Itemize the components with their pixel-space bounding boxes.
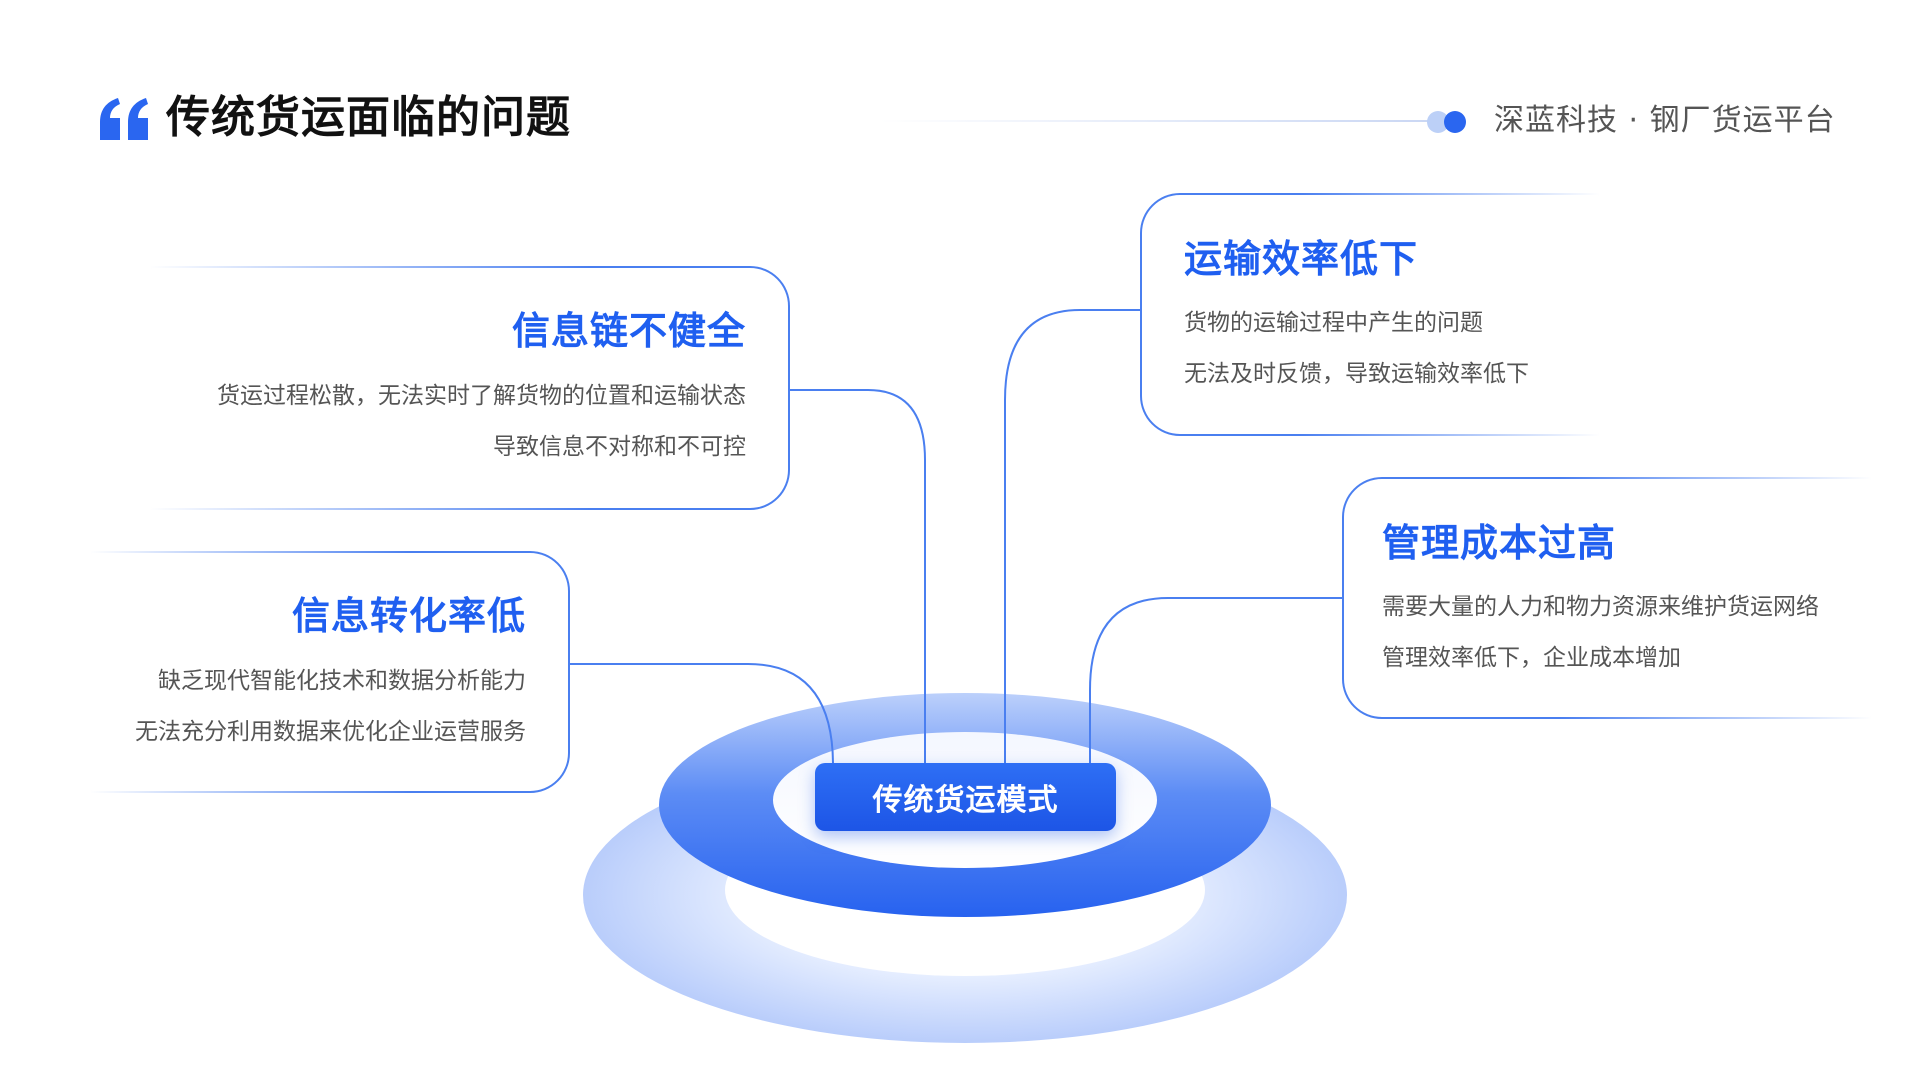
card-management-cost-title: 管理成本过高 xyxy=(1382,521,1617,565)
quote-icon xyxy=(100,98,148,140)
card-info-conversion xyxy=(90,551,570,793)
card-transport-efficiency-line-1: 货物的运输过程中产生的问题 xyxy=(1184,310,1483,336)
card-info-conversion-line-2: 无法充分利用数据来优化企业运营服务 xyxy=(135,719,526,745)
brand-name: 深蓝科技 · 钢厂货运平台 xyxy=(1494,103,1836,138)
connector-info-conversion xyxy=(570,663,834,766)
card-info-chain-line-1: 货运过程松散，无法实时了解货物的位置和运输状态 xyxy=(217,383,746,409)
center-label-traditional-freight: 传统货运模式 xyxy=(815,763,1116,831)
card-info-conversion-line-1: 缺乏现代智能化技术和数据分析能力 xyxy=(158,668,526,694)
connector-info-chain xyxy=(790,389,926,765)
connector-transport xyxy=(1004,309,1140,765)
card-management-cost-line-1: 需要大量的人力和物力资源来维护货运网络 xyxy=(1382,594,1819,620)
card-management-cost-line-2: 管理效率低下，企业成本增加 xyxy=(1382,645,1681,671)
card-transport-efficiency-line-2: 无法及时反馈，导致运输效率低下 xyxy=(1184,361,1529,387)
header-divider xyxy=(880,120,1440,122)
card-management-cost xyxy=(1342,477,1872,719)
card-info-conversion-title: 信息转化率低 xyxy=(291,594,526,638)
card-transport-efficiency xyxy=(1140,193,1600,436)
header-dot-light xyxy=(1427,111,1449,133)
card-info-chain-line-2: 导致信息不对称和不可控 xyxy=(493,434,746,460)
connector-management xyxy=(1089,597,1342,765)
page-title: 传统货运面临的问题 xyxy=(166,92,571,143)
card-info-chain-title: 信息链不健全 xyxy=(511,309,746,353)
card-transport-efficiency-title: 运输效率低下 xyxy=(1184,237,1419,281)
header-dot xyxy=(1444,111,1466,133)
